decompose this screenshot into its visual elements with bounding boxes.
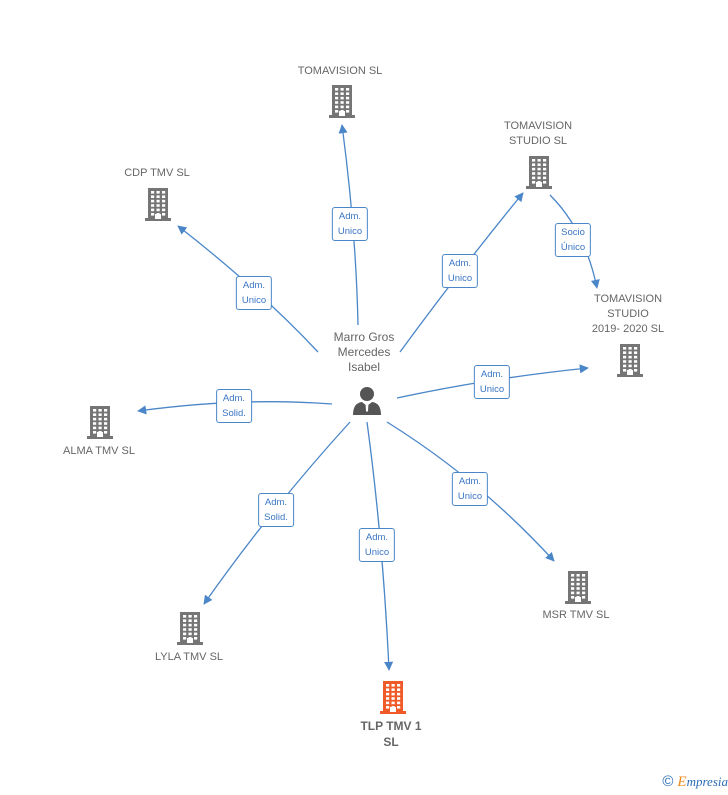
building-icon[interactable] bbox=[526, 155, 552, 194]
building-icon[interactable] bbox=[177, 611, 203, 650]
building-icon[interactable] bbox=[87, 405, 113, 444]
building-icon[interactable] bbox=[329, 84, 355, 123]
edge-label: Adm. Unico bbox=[451, 472, 489, 506]
building-icon[interactable] bbox=[145, 187, 171, 226]
company-label-tomavision-studio-2019[interactable]: TOMAVISION STUDIO 2019- 2020 SL bbox=[591, 293, 665, 335]
edge-label: Adm. Solid. bbox=[216, 389, 252, 423]
brand-initial: E bbox=[677, 774, 687, 790]
edge-label: Adm. Unico bbox=[235, 276, 273, 310]
company-label-msr-tmv-sl[interactable]: MSR TMV SL bbox=[542, 609, 610, 621]
company-label-alma-tmv-sl[interactable]: ALMA TMV SL bbox=[63, 445, 135, 457]
building-icon[interactable] bbox=[565, 570, 591, 609]
copyright-symbol: © bbox=[662, 773, 674, 790]
edge-label: Adm. Unico bbox=[358, 528, 396, 562]
company-label-lyla-tmv-sl[interactable]: LYLA TMV SL bbox=[154, 651, 224, 663]
company-label-tlp-tmv-1-sl[interactable]: TLP TMV 1 SL bbox=[360, 719, 422, 749]
person-icon[interactable] bbox=[352, 385, 382, 420]
brand-name: mpresia bbox=[686, 774, 728, 789]
building-icon[interactable] bbox=[617, 343, 643, 382]
copyright-notice: ©Empresia bbox=[662, 773, 728, 791]
edge-label: Adm. Unico bbox=[473, 365, 511, 399]
person-label[interactable]: Marro Gros Mercedes Isabel bbox=[333, 330, 395, 374]
building-icon[interactable] bbox=[380, 680, 406, 719]
edge-label: Adm. Solid. bbox=[258, 493, 294, 527]
company-label-tomavision-studio-sl[interactable]: TOMAVISION STUDIO SL bbox=[503, 120, 573, 147]
edge-label: Socio Único bbox=[554, 223, 592, 257]
company-label-tomavision-sl[interactable]: TOMAVISION SL bbox=[297, 65, 383, 77]
edge-label: Adm. Unico bbox=[331, 207, 369, 241]
edge-label: Adm. Unico bbox=[441, 254, 479, 288]
company-label-cdp-tmv-sl[interactable]: CDP TMV SL bbox=[124, 167, 190, 179]
